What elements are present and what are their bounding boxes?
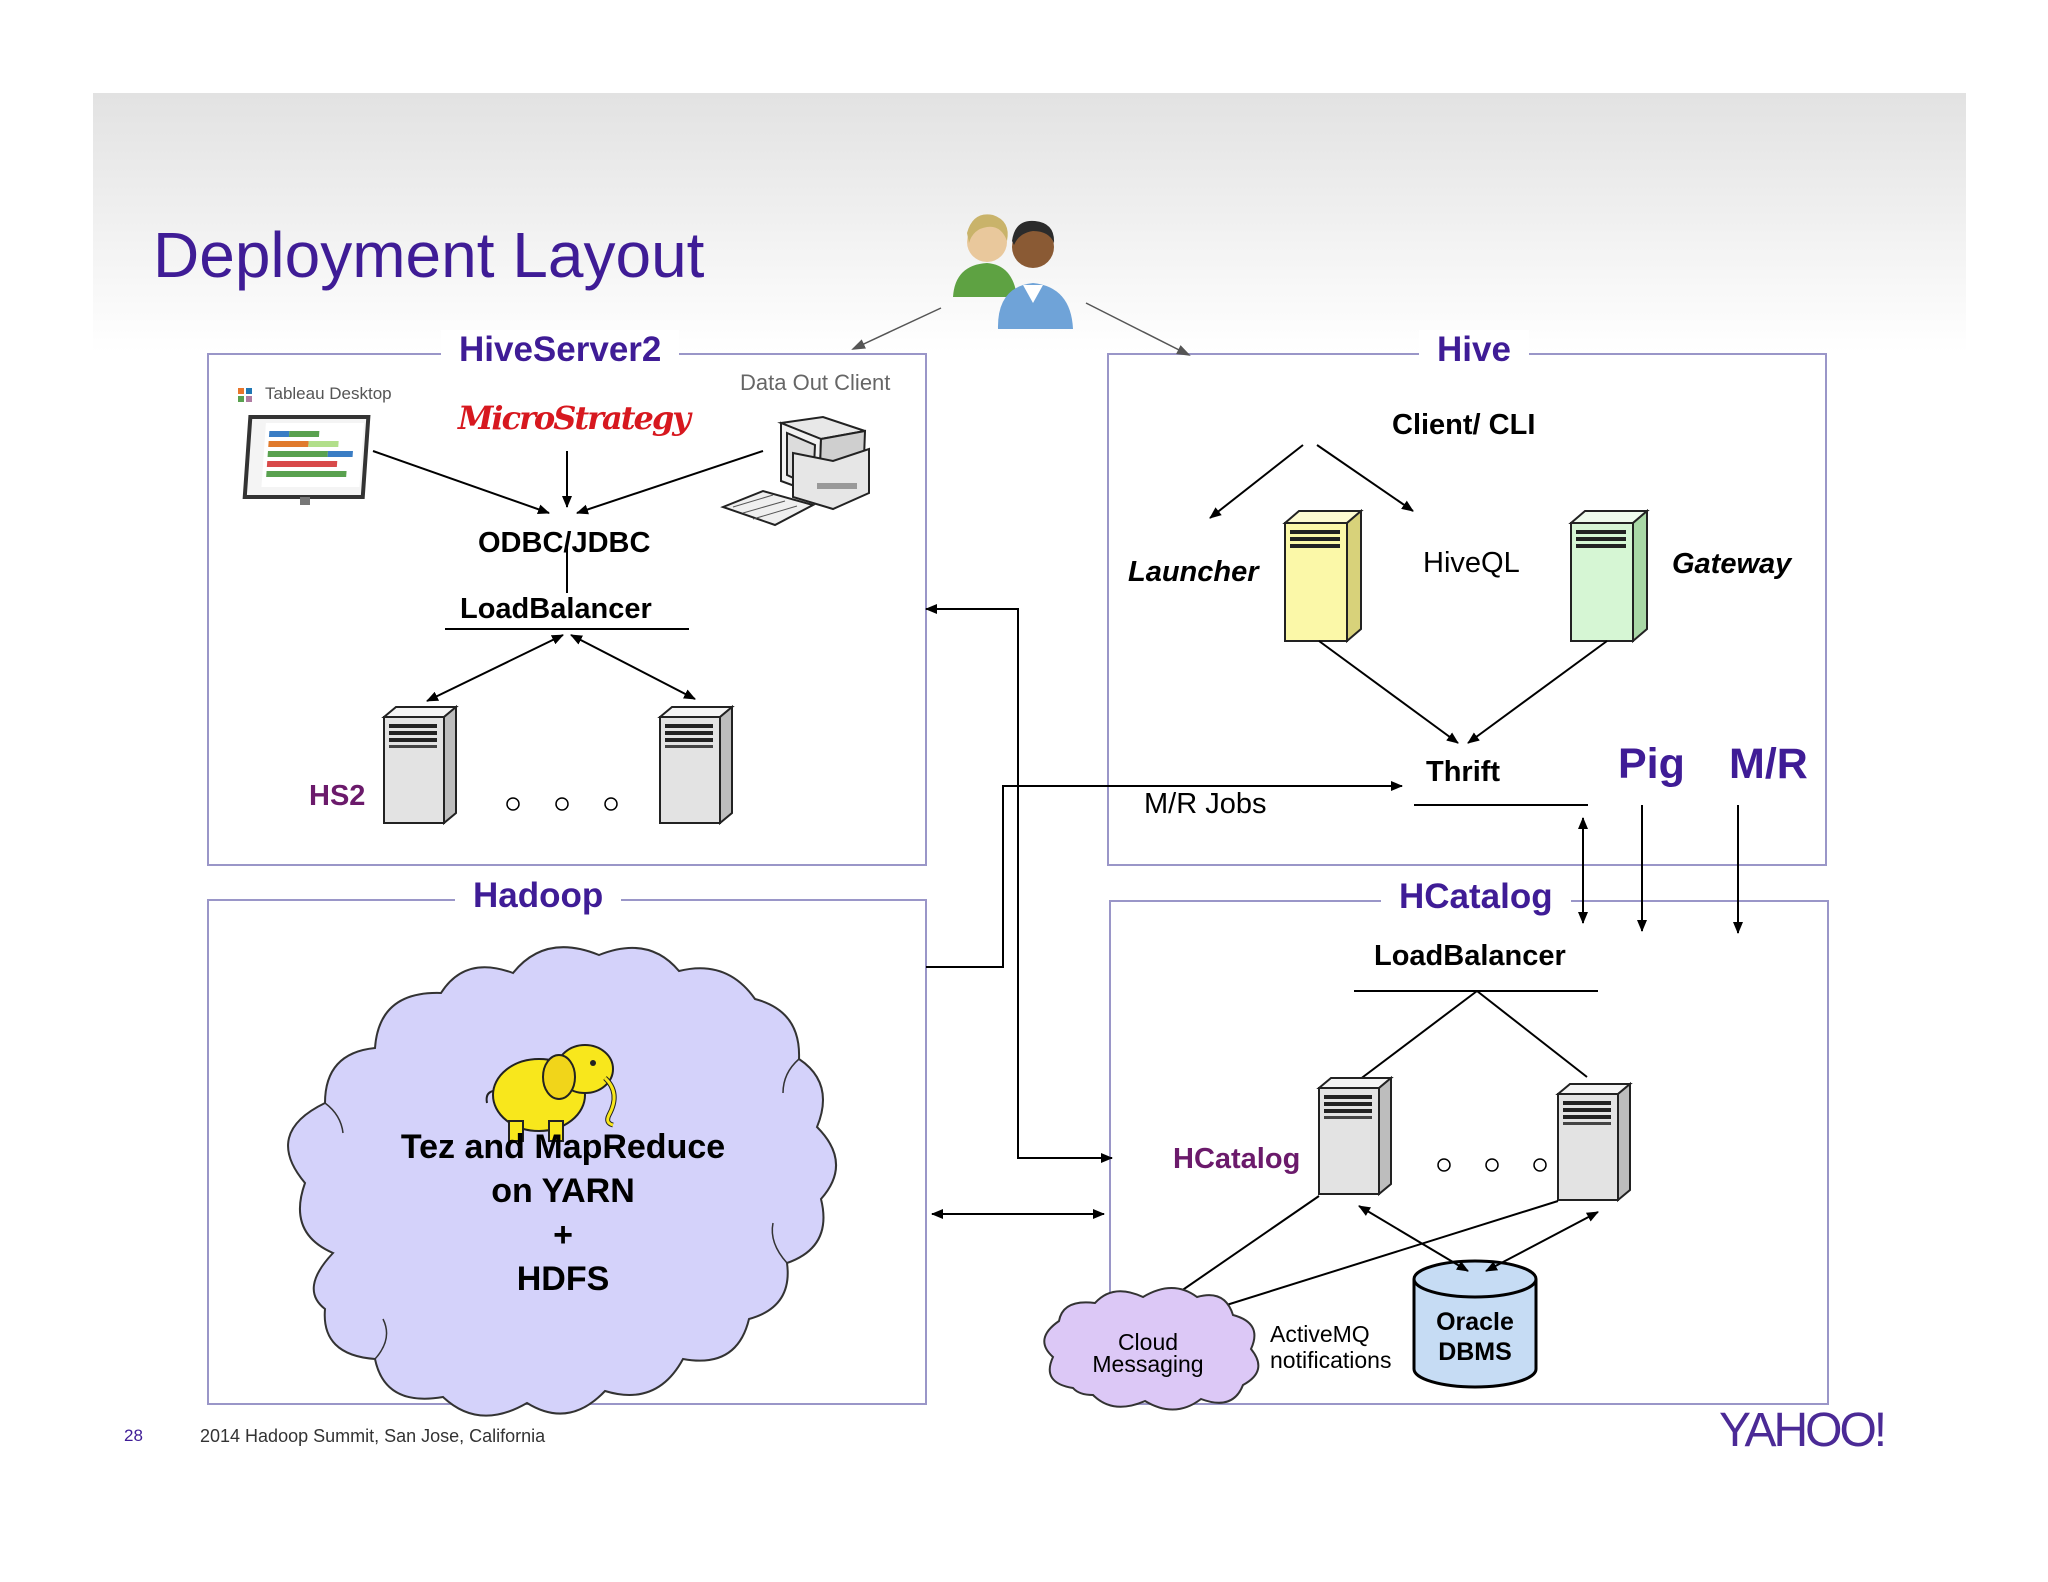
diagram-graphics xyxy=(207,214,1829,1417)
hcatalog-server-label: HCatalog xyxy=(1173,1143,1301,1175)
hive-title: Hive xyxy=(1419,330,1529,370)
activemq-line-2: notifications xyxy=(1270,1347,1392,1373)
server-icon xyxy=(1282,508,1364,644)
server-icon xyxy=(1557,1083,1631,1201)
oracle-dbms-label: Oracle DBMS xyxy=(1415,1307,1535,1367)
yahoo-logo: YAHOO! xyxy=(1719,1404,1887,1457)
hcatalog-title: HCatalog xyxy=(1381,877,1571,917)
hcat-loadbalancer-label: LoadBalancer xyxy=(1374,940,1566,972)
users-icon xyxy=(953,214,1073,329)
tableau-label: Tableau Desktop xyxy=(265,384,392,403)
gateway-label: Gateway xyxy=(1672,548,1792,580)
hadoop-title: Hadoop xyxy=(455,876,622,916)
oracle-line-2: DBMS xyxy=(1438,1338,1512,1366)
slide: Deployment Layout HiveServer2 Hive Hadoo… xyxy=(93,93,1966,1490)
hadoop-line-2: on YARN xyxy=(491,1172,635,1210)
hadoop-line-3: + xyxy=(553,1216,573,1254)
tableau-monitor-icon xyxy=(238,388,371,505)
activemq-line-1: ActiveMQ xyxy=(1270,1321,1370,1347)
cloud-messaging-line-1: Cloud xyxy=(1117,1329,1179,1355)
hiveserver2-title: HiveServer2 xyxy=(441,330,680,370)
hiveql-label: HiveQL xyxy=(1423,547,1520,579)
launcher-label: Launcher xyxy=(1128,556,1259,588)
hadoop-line-1: Tez and MapReduce xyxy=(400,1128,726,1166)
hs2-label: HS2 xyxy=(309,780,366,812)
odbc-jdbc-label: ODBC/JDBC xyxy=(478,527,651,559)
thrift-label: Thrift xyxy=(1426,756,1501,788)
server-icon xyxy=(659,706,733,824)
page-title: Deployment Layout xyxy=(153,219,705,291)
page-number: 28 xyxy=(124,1426,143,1445)
cloud-messaging-line-2: Messaging xyxy=(1092,1351,1204,1377)
client-cli-label: Client/ CLI xyxy=(1392,409,1536,441)
footer-text: 2014 Hadoop Summit, San Jose, California xyxy=(200,1426,546,1446)
mr-jobs-label: M/R Jobs xyxy=(1144,788,1267,820)
mr-label: M/R xyxy=(1729,740,1808,788)
cloud-icon xyxy=(1043,1287,1260,1411)
data-out-client-label: Data Out Client xyxy=(740,370,891,395)
microstrategy-logo: MicroStrategy xyxy=(458,399,691,437)
oracle-line-1: Oracle xyxy=(1436,1308,1514,1336)
activemq-label: ActiveMQ notifications xyxy=(1270,1321,1391,1373)
pig-label: Pig xyxy=(1618,740,1685,788)
hadoop-cloud-text: Tez and MapReduce on YARN + HDFS xyxy=(363,1125,763,1301)
server-icon xyxy=(1318,1077,1392,1195)
cloud-messaging-label: Cloud Messaging xyxy=(1083,1329,1213,1377)
server-icon xyxy=(1568,508,1650,644)
hs2-loadbalancer-label: LoadBalancer xyxy=(460,593,652,625)
cloud-icon xyxy=(287,946,837,1417)
hadoop-line-4: HDFS xyxy=(516,1260,610,1298)
desktop-computer-icon xyxy=(720,415,870,527)
elephant-icon xyxy=(485,1044,617,1142)
server-icon xyxy=(383,706,457,824)
